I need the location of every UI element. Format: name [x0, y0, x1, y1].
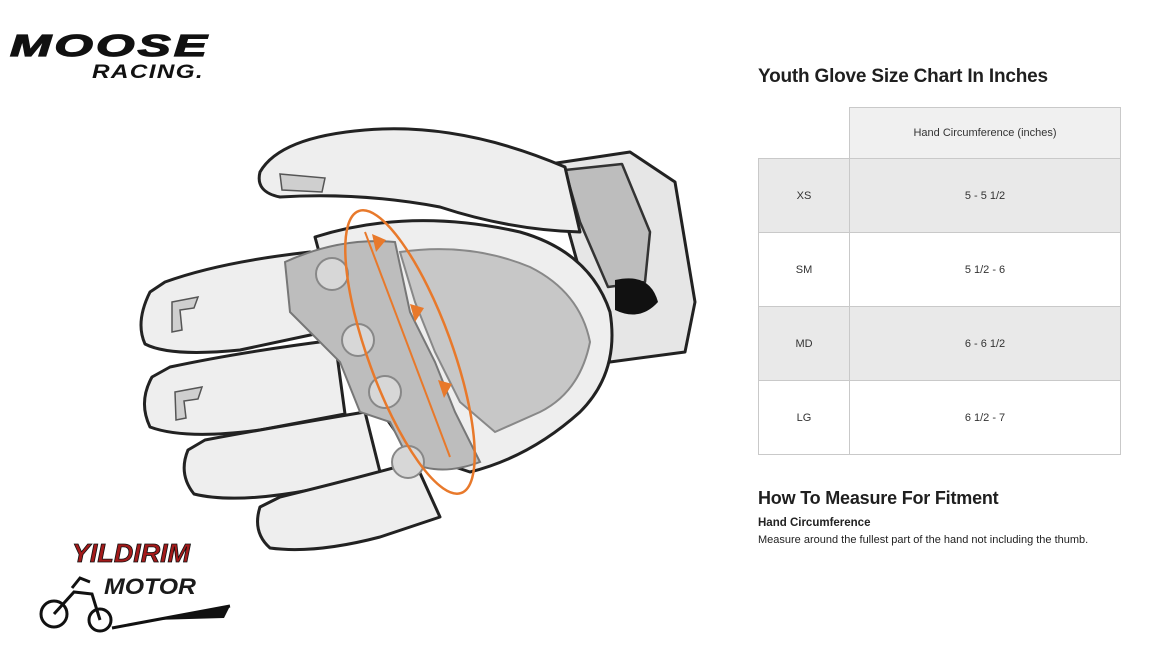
measure-subtitle: Hand Circumference [758, 517, 871, 529]
size-range: 6 - 6 1/2 [849, 306, 1121, 381]
watermark-line1: YILDIRIM [72, 538, 191, 568]
table-row: MD 6 - 6 1/2 [758, 306, 1121, 381]
size-label: XS [758, 158, 850, 233]
size-label: SM [758, 232, 850, 307]
size-range: 6 1/2 - 7 [849, 380, 1121, 455]
measure-description: Measure around the fullest part of the h… [758, 534, 1089, 546]
measure-title: How To Measure For Fitment [758, 488, 999, 508]
dirt-bike-icon [39, 576, 113, 633]
measure-arrow-icon [372, 234, 452, 398]
size-label: MD [758, 306, 850, 381]
size-range: 5 1/2 - 6 [849, 232, 1121, 307]
column-header-hand-circumference: Hand Circumference (inches) [849, 107, 1121, 159]
size-chart-title: Youth Glove Size Chart In Inches [758, 66, 1048, 87]
dealer-watermark: YILDIRIM MOTOR [34, 528, 234, 640]
glove-illustration [110, 112, 720, 562]
table-row: LG 6 1/2 - 7 [758, 380, 1121, 455]
size-range: 5 - 5 1/2 [849, 158, 1121, 233]
table-row: XS 5 - 5 1/2 [758, 158, 1121, 233]
table-corner-cell [758, 107, 850, 159]
table-header-row: Hand Circumference (inches) [758, 107, 1121, 159]
size-label: LG [758, 380, 850, 455]
watermark-line2: MOTOR [104, 574, 196, 599]
logo-line2: RACING. [92, 62, 204, 82]
table-row: SM 5 1/2 - 6 [758, 232, 1121, 307]
moose-racing-logo: MOOSE RACING. [8, 28, 220, 82]
size-chart-table: Hand Circumference (inches) XS 5 - 5 1/2… [758, 107, 1121, 455]
logo-line1: MOOSE [10, 28, 210, 63]
